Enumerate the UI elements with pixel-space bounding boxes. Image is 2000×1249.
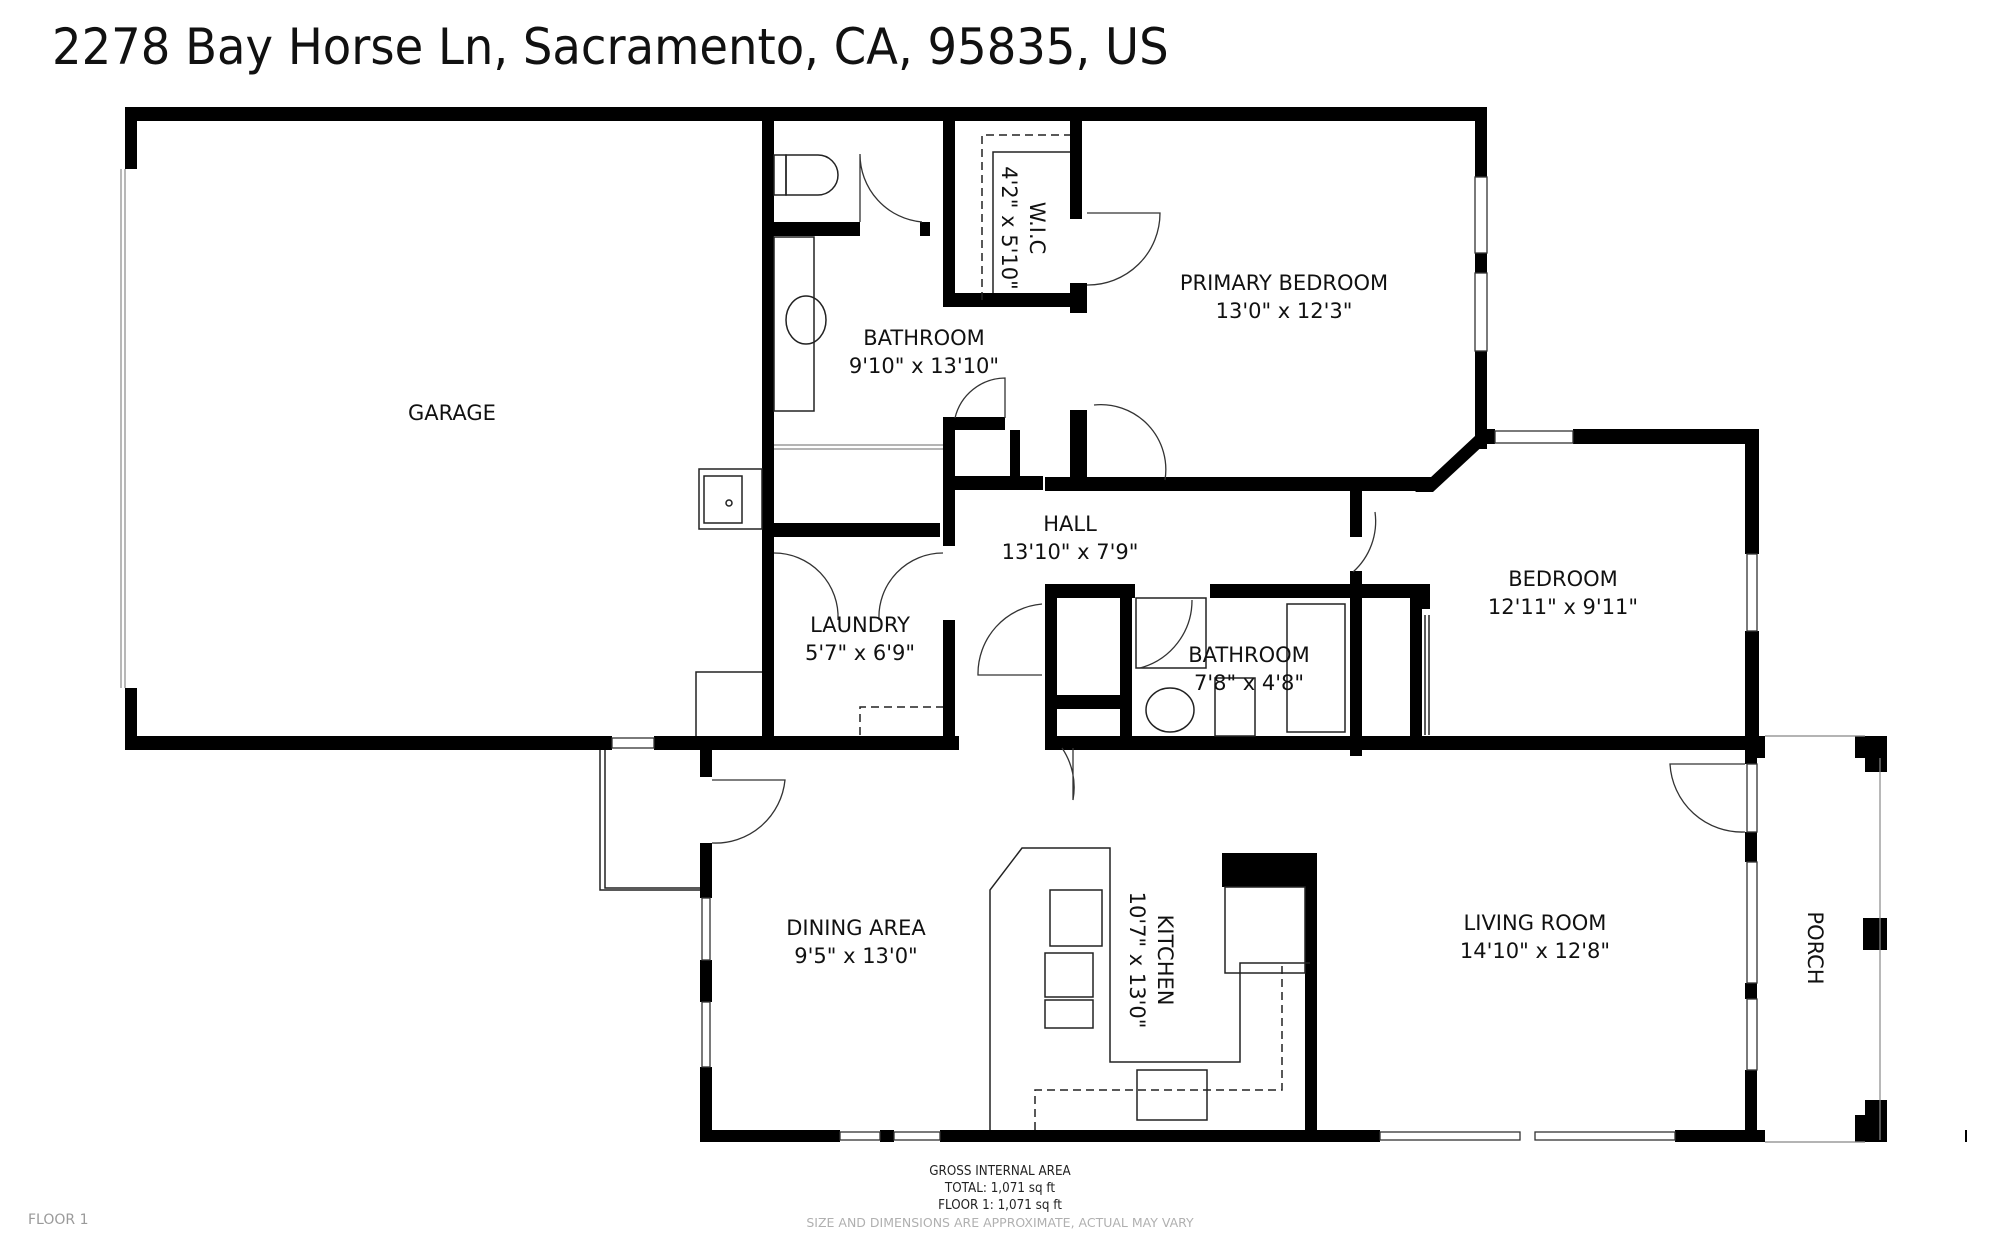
room-primary-bedroom-name: PRIMARY BEDROOM	[1180, 271, 1388, 295]
windows	[611, 176, 1758, 1141]
area-floor-total: FLOOR 1: 1,071 sq ft	[938, 1198, 1062, 1213]
property-address: 2278 Bay Horse Ln, Sacramento, CA, 95835…	[52, 18, 1169, 76]
room-living-room-name: LIVING ROOM	[1464, 911, 1607, 935]
room-kitchen-name: KITCHEN	[1153, 915, 1177, 1006]
room-wic-dims: 4'2" x 5'10"	[997, 166, 1021, 289]
room-labels: GARAGE BATHROOM 9'10" x 13'10" W.I.C 4'2…	[408, 166, 1827, 1028]
gross-internal-area: GROSS INTERNAL AREA TOTAL: 1,071 sq ft F…	[0, 1163, 2000, 1214]
room-bathroom-primary-dims: 9'10" x 13'10"	[849, 354, 999, 378]
room-dining-area-dims: 9'5" x 13'0"	[794, 944, 917, 968]
area-title: GROSS INTERNAL AREA	[929, 1164, 1071, 1179]
room-living-room-dims: 14'10" x 12'8"	[1460, 939, 1610, 963]
room-porch-name: PORCH	[1803, 911, 1827, 984]
room-bathroom-2-dims: 7'8" x 4'8"	[1194, 671, 1304, 695]
room-bedroom-name: BEDROOM	[1508, 567, 1618, 591]
disclaimer: SIZE AND DIMENSIONS ARE APPROXIMATE, ACT…	[806, 1215, 1194, 1230]
room-laundry-name: LAUNDRY	[810, 613, 910, 637]
room-bathroom-2-name: BATHROOM	[1188, 643, 1310, 667]
room-laundry-dims: 5'7" x 6'9"	[805, 641, 915, 665]
area-total: TOTAL: 1,071 sq ft	[944, 1181, 1056, 1196]
floor-name: FLOOR 1	[28, 1212, 89, 1228]
doors	[711, 153, 1746, 844]
walls	[125, 107, 1967, 1142]
room-wic-name: W.I.C	[1025, 202, 1049, 255]
room-hall-name: HALL	[1043, 512, 1097, 536]
room-primary-bedroom-dims: 13'0" x 12'3"	[1216, 299, 1353, 323]
room-dining-area-name: DINING AREA	[786, 916, 926, 940]
fixtures	[120, 134, 1881, 1143]
room-garage-name: GARAGE	[408, 401, 496, 425]
room-bedroom-dims: 12'11" x 9'11"	[1488, 595, 1638, 619]
room-bathroom-primary-name: BATHROOM	[863, 326, 985, 350]
room-hall-dims: 13'10" x 7'9"	[1002, 540, 1139, 564]
room-kitchen-dims: 10'7" x 13'0"	[1125, 892, 1149, 1029]
